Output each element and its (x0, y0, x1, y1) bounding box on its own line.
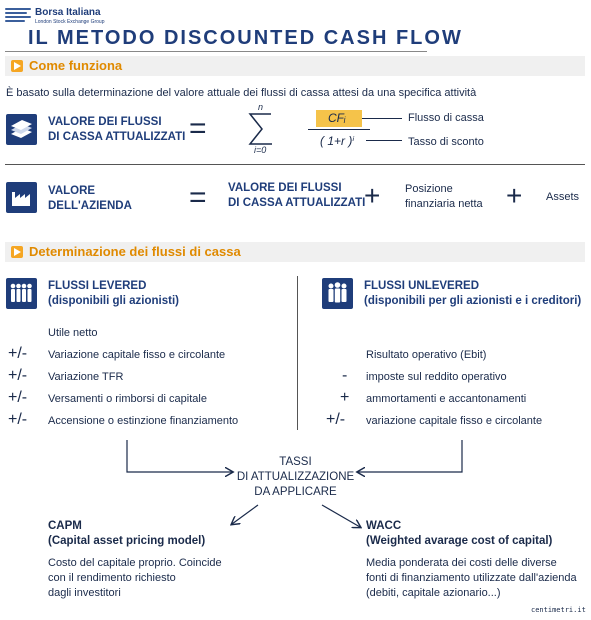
center-line2: DI ATTUALIZZAZIONE (236, 471, 355, 483)
label-flusso-di-cassa: Flusso di cassa (408, 112, 484, 124)
levered-sign-4: +/- (8, 411, 28, 428)
numerator-box (316, 110, 362, 127)
section-label: Come funziona (29, 58, 123, 73)
intro-text: È basato sulla determinazione del valore… (6, 87, 477, 99)
people-icon (6, 278, 37, 309)
center-line1: TASSI (279, 456, 312, 468)
formula2-plus2: + (506, 180, 523, 211)
levered-row-4: Accensione o estinzione finanziamento (48, 415, 239, 427)
unlevered-sign-3: +/- (326, 411, 346, 428)
formula2-mid-line2: DI CASSA ATTUALIZZATI (228, 197, 366, 209)
capm-title: CAPM (48, 520, 82, 532)
unlevered-row-0: Risultato operativo (Ebit) (366, 349, 487, 361)
label-tasso-di-sconto: Tasso di sconto (408, 136, 484, 148)
factory-icon (6, 182, 37, 213)
levered-title: FLUSSI LEVERED (48, 280, 147, 292)
arrow-levered-to-center (126, 440, 232, 472)
levered-sign-3: +/- (8, 389, 28, 406)
numerator-pointer (362, 118, 402, 119)
arrow-center-to-capm (232, 504, 259, 524)
arrow-right-icon (11, 60, 23, 72)
formula2-plus1: + (364, 180, 381, 211)
numerator: CFᵢ (328, 111, 346, 125)
levered-row-3: Versamenti o rimborsi di capitale (48, 393, 207, 405)
logo: Borsa Italiana London Stock Exchange Gro… (5, 6, 115, 28)
capm-desc3: dagli investitori (48, 587, 121, 599)
capm-desc2: con il rendimento richiesto (48, 572, 176, 584)
formula2-left-line2: DELL'AZIENDA (48, 200, 132, 212)
formula-divider (5, 164, 585, 165)
assets-label: Assets (546, 191, 580, 203)
levered-row-1: Variazione capitale fisso e circolante (48, 349, 226, 361)
levered-row-2: Variazione TFR (48, 371, 124, 383)
wacc-desc1: Media ponderata dei costi delle diverse (366, 557, 557, 569)
title-underline (5, 51, 427, 52)
logo-mark-icon (5, 8, 31, 24)
posizione-line2: finanziaria netta (405, 198, 483, 210)
capm-subtitle: (Capital asset pricing model) (48, 535, 206, 547)
levered-sign-1: +/- (8, 345, 28, 362)
cash-stack-icon (6, 114, 37, 145)
wacc-title: WACC (366, 520, 402, 532)
formula2-left-line1: VALORE (48, 185, 96, 197)
formula1-left-line2: DI CASSA ATTUALIZZATI (48, 131, 186, 143)
formula1-equals: = (189, 112, 207, 145)
logo-tagline: London Stock Exchange Group (35, 19, 105, 25)
arrow-center-to-wacc (321, 504, 360, 527)
levered-subtitle: (disponibili gli azionisti) (48, 295, 179, 307)
unlevered-row-2: ammortamenti e accantonamenti (366, 393, 527, 405)
levered-sign-2: +/- (8, 367, 28, 384)
unlevered-title: FLUSSI UNLEVERED (364, 280, 480, 292)
denominator-pointer (366, 140, 402, 141)
footer-credit: centimetri.it (531, 606, 586, 614)
fraction-bar (308, 129, 370, 130)
sum-lower: i=0 (254, 145, 267, 155)
wacc-desc2: fonti di finanziamento utilizzate dall'a… (366, 572, 577, 584)
center-divider (297, 276, 298, 430)
people-group-icon (322, 278, 353, 309)
page-title: IL METODO DISCOUNTED CASH FLOW (28, 27, 463, 49)
arrow-unlevered-to-center (358, 440, 463, 472)
unlevered-row-3: variazione capitale fisso e circolante (366, 415, 543, 427)
unlevered-sign-2: + (340, 389, 350, 406)
formula2-equals: = (189, 181, 207, 214)
unlevered-sign-1: - (342, 367, 348, 384)
capm-desc1: Costo del capitale proprio. Coincide (48, 557, 222, 569)
center-line3: DA APPLICARE (254, 486, 337, 498)
logo-name: Borsa Italiana (35, 7, 101, 18)
sigma-icon (248, 113, 272, 145)
section-label: Determinazione dei flussi di cassa (29, 244, 241, 259)
arrow-right-icon (11, 246, 23, 258)
section-bar-come-funziona: Come funziona (5, 56, 585, 76)
section-bar-determinazione: Determinazione dei flussi di cassa (5, 242, 585, 262)
formula2-mid-line1: VALORE DEI FLUSSI (228, 182, 342, 194)
wacc-desc3: (debiti, capitale azionario...) (366, 587, 501, 599)
levered-row-0: Utile netto (48, 327, 98, 339)
sum-upper: n (258, 102, 264, 112)
formula1-left-line1: VALORE DEI FLUSSI (48, 116, 162, 128)
unlevered-row-1: imposte sul reddito operativo (366, 371, 507, 383)
unlevered-subtitle: (disponibili per gli azionisti e i credi… (364, 295, 582, 307)
posizione-line1: Posizione (405, 183, 453, 195)
denominator: ( 1+r )ⁱ (320, 134, 355, 148)
wacc-subtitle: (Weighted avarage cost of capital) (366, 535, 553, 547)
